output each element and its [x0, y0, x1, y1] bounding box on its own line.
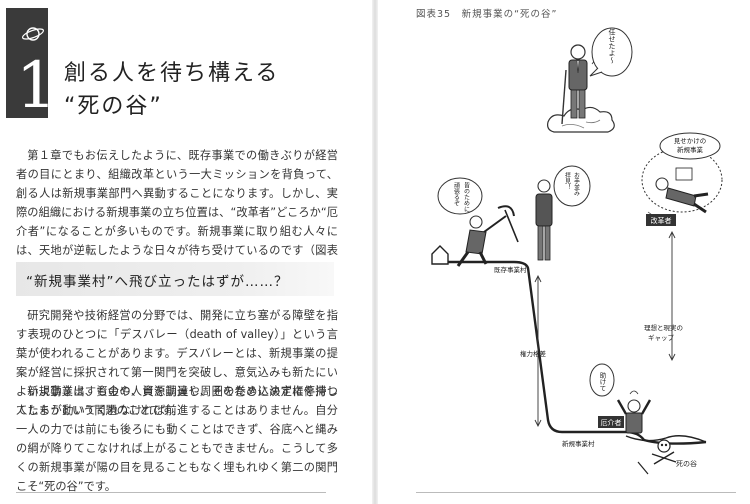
bubble-top: 任せたよ〜 [589, 27, 633, 77]
bubble-right-text-2: 新規事業 [677, 145, 704, 154]
bubble-right: 見せかけの 新規事業 [659, 132, 721, 160]
bubble-right-text-1: 見せかけの [674, 137, 707, 145]
label-nuisance-box [598, 416, 624, 428]
bubble-mid-text-2: 拝見！ [564, 171, 571, 190]
skull-icon [637, 439, 677, 475]
body-paragraph-3: 新規事業は、資金や人員を動員し、そのために決定権を持つ人たちが動いてくれなければ… [16, 385, 338, 493]
miner-figure [456, 205, 519, 267]
valley-profile [436, 260, 707, 445]
nuisance-figure [616, 390, 652, 434]
bubble-top-text: 任せたよ〜 [608, 28, 616, 64]
bubble-mid-text-1: お手並み [573, 172, 580, 197]
chapter-number: 1 [16, 49, 57, 123]
bubble-mid: お手並み 拝見！ [553, 165, 591, 207]
label-new-village: 新規事業村 [562, 439, 595, 448]
bubble-left-text-1: 皆のために [463, 181, 470, 212]
bubble-left-text-2: 頑張るぞ [453, 182, 460, 207]
power-gap-arrow [534, 274, 542, 428]
label-existing-village: 既存事業村 [494, 265, 527, 274]
footer-rule [16, 492, 326, 493]
label-gap-2: ギャップ [648, 334, 675, 342]
label-valley-of-death: 死の谷 [676, 459, 697, 468]
house-icon [431, 245, 449, 265]
reality-gap-arrow [668, 230, 676, 362]
label-reformer: 改革者 [651, 216, 672, 225]
subheading-text: “新規事業村”へ飛び立ったはずが……？ [26, 274, 289, 290]
book-gutter [372, 0, 378, 504]
section-subheading: “新規事業村”へ飛び立ったはずが……？ [16, 262, 334, 296]
chapter-title-line1: 創る人を待ち構える [64, 61, 280, 86]
figure-caption: 図表35 新規事業の“死の谷” [416, 9, 558, 20]
left-page: 1 創る人を待ち構える “死の谷” 第１章でもお伝えしたように、既存事業での働き… [6, 8, 338, 493]
observer-figure [535, 179, 553, 261]
bubble-left: 皆のために 頑張るぞ [437, 177, 483, 215]
footer-rule-right [416, 492, 736, 493]
boss-on-cloud [547, 44, 615, 133]
chapter-title-line2: “死の谷” [64, 94, 163, 119]
bubble-bottom: 助けて [589, 363, 615, 397]
planet-icon [21, 27, 45, 41]
label-nuisance: 厄介者 [601, 419, 622, 427]
body-paragraph-1: 第１章でもお伝えしたように、既存事業での働きぶりが経営者の目にとまり、組織改革と… [16, 149, 338, 276]
bubble-bottom-text: 助けて [598, 371, 606, 392]
flying-reformer [641, 147, 723, 219]
label-reformer-box [646, 214, 676, 226]
label-power-gap: 権力格差 [520, 349, 547, 358]
right-page: 図表35 新規事業の“死の谷” 任せたよ〜 [376, 0, 750, 504]
body-paragraph-2: 研究開発や技術経営の分野では、開発に立ち塞がる障壁を指す表現のひとつに「デスバレ… [16, 309, 338, 417]
label-gap-1: 理想と現実の [644, 323, 683, 332]
figure-illustration: 任せたよ〜 皆のために 頑張るぞ [431, 27, 723, 475]
chapter-block: 1 [6, 8, 57, 118]
